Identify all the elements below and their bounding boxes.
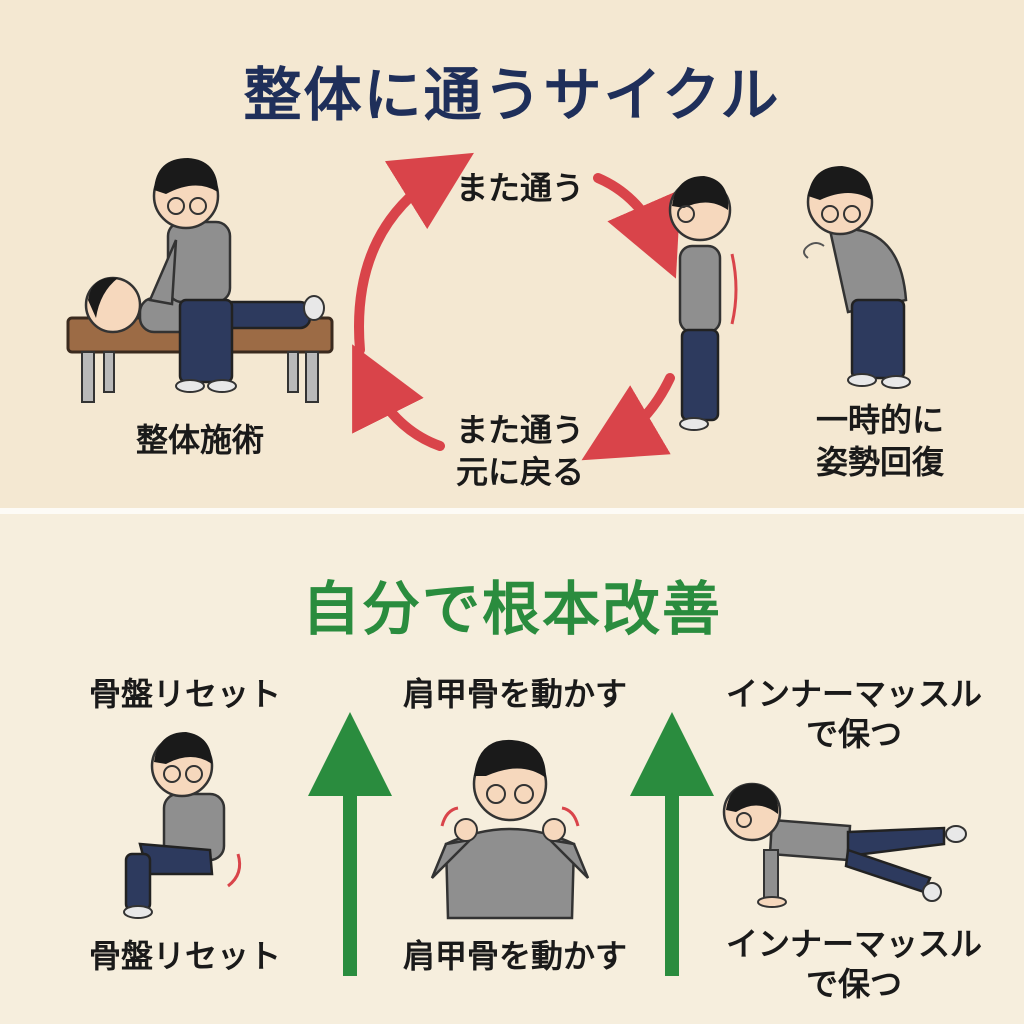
cycle-title: 整体に通うサイクル: [243, 61, 781, 129]
inner-muscle-label-top-2: で保つ: [805, 715, 902, 753]
revert-label: 元に戻る: [455, 453, 584, 491]
treatment-label: 整体施術: [135, 421, 264, 459]
cycle-arrow-up: [354, 152, 474, 355]
cycle-illustration: [66, 152, 911, 461]
shoulder-blade-label-top: 肩甲骨を動かす: [402, 675, 627, 713]
upright-person: [668, 176, 738, 431]
self-improvement-panel: 自分で根本改善: [0, 514, 1024, 1024]
exercise-illustration: [123, 712, 967, 976]
panel-divider: [0, 508, 1024, 514]
pelvis-reset-label-top: 骨盤リセット: [88, 675, 281, 713]
cycle-arrow-right: [593, 173, 681, 279]
self-improvement-title: 自分で根本改善: [301, 575, 722, 643]
posture-recovery-label: 姿勢回復: [815, 443, 944, 481]
cycle-arrow-down: [581, 373, 675, 461]
inner-muscle-label-bottom-2: で保つ: [805, 965, 902, 1003]
inner-muscle-label-top: インナーマッスル: [725, 675, 982, 713]
inner-muscle-label-bottom: インナーマッスル: [725, 925, 982, 963]
cycle-arrow-left: [352, 344, 445, 451]
cycle-panel: 整体に通うサイクル: [0, 0, 1024, 508]
slouching-person: [803, 166, 911, 389]
visit-again-label-2: また通う: [455, 411, 584, 449]
temporary-label: 一時的に: [815, 401, 944, 439]
visit-again-label: また通う: [455, 169, 584, 207]
shoulder-blade-label-bottom: 肩甲骨を動かす: [402, 937, 627, 975]
pelvis-reset-label-bottom: 骨盤リセット: [88, 937, 281, 975]
pelvis-reset-figure: [123, 732, 242, 919]
plank-figure: [722, 782, 967, 908]
shoulder-blade-figure: [430, 739, 590, 920]
therapist: [148, 158, 237, 393]
